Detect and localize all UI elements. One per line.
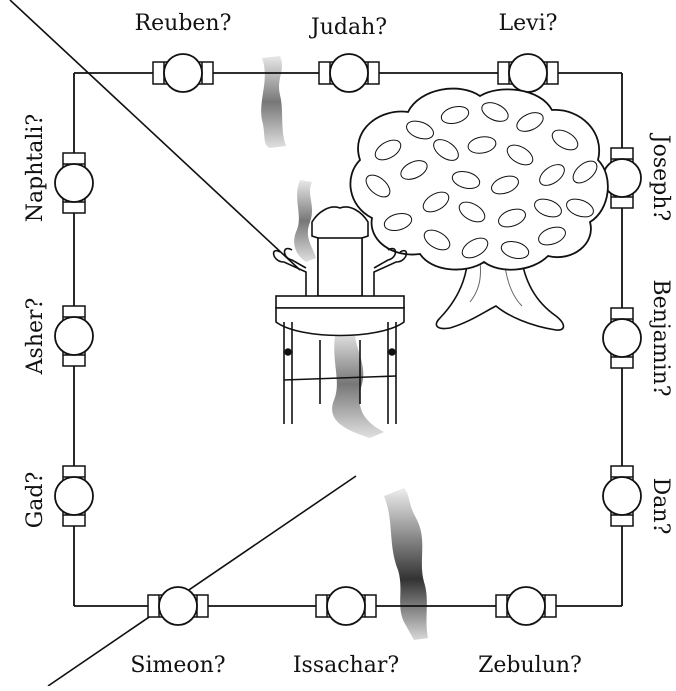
label-reuben: Reuben?	[135, 11, 232, 36]
gate-icon-simeon	[147, 586, 209, 626]
gate-icon-reuben	[152, 53, 214, 93]
label-levi: Levi?	[499, 11, 558, 36]
label-judah: Judah?	[309, 15, 387, 40]
gate-icon-benjamin	[602, 307, 642, 369]
gate-icon-dan	[602, 465, 642, 527]
label-simeon: Simeon?	[130, 653, 225, 678]
label-dan: Dan?	[648, 478, 673, 535]
gate-icon-gad	[54, 465, 94, 527]
gate-icon-asher	[54, 305, 94, 367]
tree-icon	[349, 87, 609, 331]
gate-icon-levi	[497, 53, 559, 93]
label-issachar: Issachar?	[293, 653, 399, 678]
gate-icon-joseph	[602, 147, 642, 209]
river-icon	[261, 56, 428, 640]
gate-icon-judah	[318, 53, 380, 93]
gate-icon-zebulun	[495, 586, 557, 626]
label-gad: Gad?	[23, 472, 48, 529]
label-asher: Asher?	[23, 298, 48, 376]
gate-icon-issachar	[315, 586, 377, 626]
label-benjamin: Benjamin?	[648, 279, 673, 396]
label-zebulun: Zebulun?	[478, 653, 582, 678]
throne-icon	[272, 206, 408, 424]
gate-icon-naphtali	[54, 152, 94, 214]
label-naphtali: Naphtali?	[23, 114, 48, 222]
diagonal-lines	[9, 0, 357, 687]
label-joseph: Joseph?	[648, 133, 673, 221]
